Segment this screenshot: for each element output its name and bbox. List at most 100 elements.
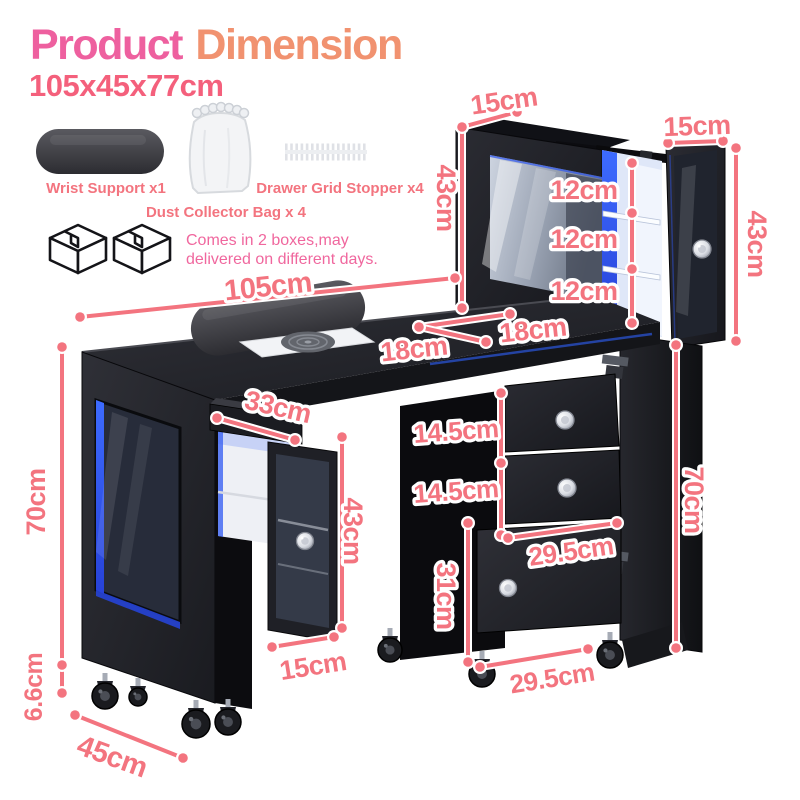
dim-dot xyxy=(329,632,339,642)
dimension-annotations: 15cm43cm15cm43cm12cm12cm12cm18cm18cm105c… xyxy=(17,78,776,787)
dim-dot xyxy=(290,435,300,445)
dim-dot xyxy=(57,688,67,698)
dim-label-left-door-width: 15cm xyxy=(278,646,349,686)
shipping-note-line1: Comes in 2 boxes,may xyxy=(186,232,349,249)
slide-rail xyxy=(556,141,700,167)
dim-dot xyxy=(457,303,467,313)
caster-wheel xyxy=(181,700,211,739)
dim-dot xyxy=(212,413,222,423)
dim-dot xyxy=(505,309,515,319)
dim-label-shelf-gap-3: 12cm xyxy=(550,276,617,306)
accessories-panel: Wrist Support x1 Dust Collector Bag x 4 … xyxy=(36,101,424,275)
header: Product Dimension 105x45x77cm xyxy=(29,21,403,103)
dim-dot xyxy=(57,342,67,352)
overall-dimensions-text: 105x45x77cm xyxy=(29,68,223,103)
dim-dot xyxy=(512,107,522,117)
dim-dot xyxy=(267,642,277,652)
dim-label-caster-height: 6.6cm xyxy=(20,653,48,721)
dim-dot xyxy=(57,660,67,670)
dim-dot xyxy=(671,340,681,350)
dim-label-shelf-gap-2: 12cm xyxy=(550,224,617,254)
dim-label-vent-width: 18cm xyxy=(379,331,449,368)
dim-dot xyxy=(178,753,188,763)
drawer-grid-stopper-label: Drawer Grid Stopper x4 xyxy=(256,180,424,197)
dim-line-vent-width-line xyxy=(417,325,488,344)
dim-line-left-door-width-line xyxy=(270,635,336,649)
dim-label-cabinet-door-height: 43cm xyxy=(742,210,772,277)
wrist-support-icon xyxy=(36,129,164,174)
dim-line-desk-depth-line xyxy=(73,713,185,760)
dim-dot xyxy=(481,337,491,347)
dim-label-pedestal-height: 70cm xyxy=(21,468,51,535)
nail-table-illustration xyxy=(81,117,726,739)
title-word-dimension: Dimension xyxy=(195,21,401,69)
dim-dot xyxy=(731,336,741,346)
dim-label-drawer-height-1: 14.5cm xyxy=(412,413,499,449)
dim-dot xyxy=(463,518,473,528)
drawer-unit xyxy=(400,373,622,660)
dim-dot xyxy=(503,533,513,543)
dust-collector-bag-label: Dust Collector Bag x 4 xyxy=(146,204,307,221)
shipping-note-line2: delivered on different days. xyxy=(186,251,378,268)
caster-wheel xyxy=(377,628,403,663)
dim-dot xyxy=(414,322,424,332)
dim-dot xyxy=(496,388,506,398)
dim-dot xyxy=(463,657,473,667)
dim-label-top-cabinet-depth: 15cm xyxy=(469,81,540,120)
caster-wheel xyxy=(128,678,148,707)
dim-dot xyxy=(475,662,485,672)
wall-cabinet xyxy=(455,117,726,349)
dim-dot xyxy=(731,143,741,153)
dim-label-tower-height: 70cm xyxy=(679,466,709,533)
door-hinge xyxy=(601,354,629,379)
dim-line-cabinet-door-width-line xyxy=(666,139,725,145)
door-knob xyxy=(692,239,712,259)
page-title: Product Dimension xyxy=(30,21,402,69)
caster-wheel xyxy=(596,632,624,669)
dim-line-bottom-door-width-line xyxy=(478,647,590,669)
dim-dot xyxy=(450,273,460,283)
bottom-door xyxy=(476,521,622,634)
dim-line-desk-width-line xyxy=(78,276,457,319)
dim-dot xyxy=(337,623,347,633)
door-knob xyxy=(295,531,315,551)
dim-dot xyxy=(663,138,673,148)
dim-line-pullout-width-line xyxy=(215,416,297,442)
drawer-top xyxy=(504,373,620,453)
dim-label-cabinet-door-width: 15cm xyxy=(663,110,731,142)
dim-dot xyxy=(612,518,622,528)
caster-wheel xyxy=(214,699,242,736)
dim-line-drawer-width-line xyxy=(506,521,619,540)
dim-dot xyxy=(70,710,80,720)
dim-dot xyxy=(627,158,637,168)
caster-wheels xyxy=(91,628,624,739)
dim-label-vent-depth: 18cm xyxy=(498,312,568,349)
dim-dot xyxy=(583,644,593,654)
title-word-product: Product xyxy=(30,21,183,69)
wrist-support-label: Wrist Support x1 xyxy=(46,180,166,197)
dust-collector-bag-icon xyxy=(188,101,252,195)
dim-dot xyxy=(627,208,637,218)
shipping-box-icon xyxy=(48,223,108,275)
dim-dot xyxy=(671,643,681,653)
dim-label-left-door-height: 43cm xyxy=(338,497,368,564)
cabinet-door-open xyxy=(665,140,726,349)
left-pedestal-window xyxy=(94,397,182,629)
dim-dot xyxy=(75,312,85,322)
dim-dot xyxy=(496,458,506,468)
dim-label-bottom-door-height: 31cm xyxy=(431,562,461,629)
vent-grille xyxy=(238,327,376,358)
dim-dot xyxy=(627,264,637,274)
dim-label-top-cabinet-height: 43cm xyxy=(431,164,461,231)
drawer-middle xyxy=(504,449,622,525)
dim-dot xyxy=(718,136,728,146)
dim-label-drawer-height-2: 14.5cm xyxy=(412,473,499,509)
dim-label-shelf-gap-1: 12cm xyxy=(550,175,617,205)
shipping-box-icon xyxy=(112,223,172,275)
dim-dot xyxy=(457,122,467,132)
dim-dot xyxy=(337,432,347,442)
left-door-open xyxy=(267,441,338,643)
dim-line-top-cabinet-depth-line xyxy=(460,110,519,129)
cabinet-glass-window xyxy=(482,155,603,301)
